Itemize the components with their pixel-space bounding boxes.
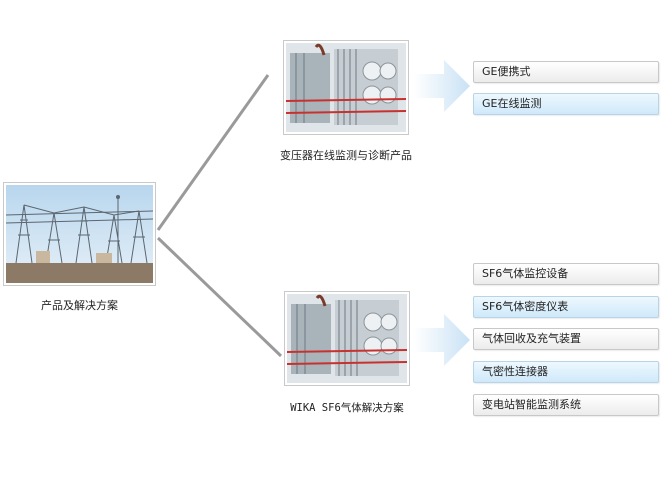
item-gas-tight-connector[interactable]: 气密性连接器 bbox=[473, 361, 659, 383]
item-substation-monitoring-system[interactable]: 变电站智能监测系统 bbox=[473, 394, 659, 416]
root-caption: 产品及解决方案 bbox=[41, 299, 118, 312]
connector-lower bbox=[156, 236, 283, 358]
connector-upper bbox=[156, 74, 270, 231]
transformer-photo-upper bbox=[283, 40, 409, 135]
substation-photo bbox=[3, 182, 156, 286]
branch-caption-wika: WIKA SF6气体解决方案 bbox=[290, 402, 404, 414]
transformer-photo-lower bbox=[284, 291, 410, 386]
item-ge-online-monitoring[interactable]: GE在线监测 bbox=[473, 93, 659, 115]
branch-caption-transformer: 变压器在线监测与诊断产品 bbox=[280, 149, 412, 162]
arrow-right-icon bbox=[414, 60, 470, 112]
item-sf6-density-gauge[interactable]: SF6气体密度仪表 bbox=[473, 296, 659, 318]
arrow-right-icon bbox=[414, 314, 470, 366]
item-gas-recovery-filling[interactable]: 气体回收及充气装置 bbox=[473, 328, 659, 350]
item-ge-portable[interactable]: GE便携式 bbox=[473, 61, 659, 83]
item-sf6-monitoring-equipment[interactable]: SF6气体监控设备 bbox=[473, 263, 659, 285]
